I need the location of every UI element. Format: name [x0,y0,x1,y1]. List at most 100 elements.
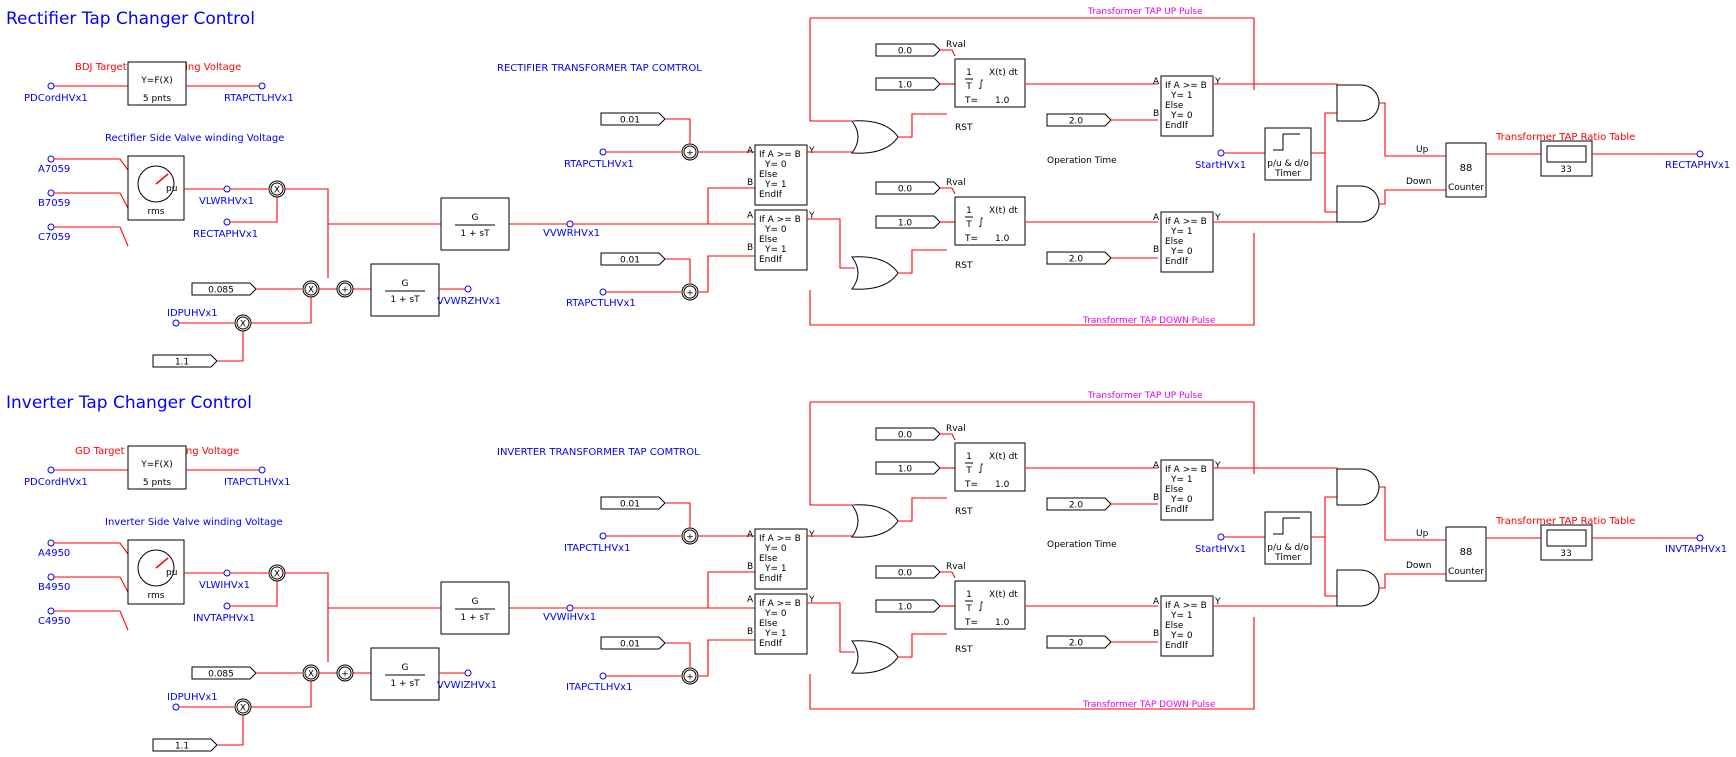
ctl-a-node [599,148,607,156]
comparator-1-line: Y= 0 [764,160,787,170]
wire [898,113,947,138]
comparator-up-pin-a: A [1153,461,1160,471]
int-down-integrator-t-label: T= [964,618,978,628]
int-down-rval: Rval [946,562,966,572]
section-subtitle: RECTIFIER TRANSFORMER TAP COMTROL [497,63,702,74]
comp-summer-inner [338,666,352,680]
section-title: Rectifier Tap Changer Control [6,9,255,29]
comparator-2-pin-b: B [747,627,753,637]
timer-label-2: Timer [1274,169,1301,179]
const-001a-box [600,112,666,126]
comp-multiplier-inner [236,700,250,714]
wire [251,681,312,708]
fx-input-node [47,82,55,90]
comparator-down-line: If A >= B [1165,217,1207,227]
rms-meter [127,539,185,605]
wire [665,258,691,283]
const-001a-value: 0.01 [620,500,640,510]
comparator-1-line: If A >= B [759,150,801,160]
int-down-const-1-box [875,215,941,229]
wire [809,18,855,122]
comparator-up [1160,75,1214,137]
tap-in-label: INVTAPHVx1 [193,613,255,624]
start-label: StartHVx1 [1195,544,1246,555]
int-down-const-1-box [875,599,941,613]
int-up-op-time-box [1046,113,1112,127]
comparator-up-line: Y= 0 [1170,495,1193,505]
tap-in-node [223,602,231,610]
vlw-node [223,569,231,577]
idpu-node [172,319,180,327]
ratio-table-label: Transformer TAP Ratio Table [1495,132,1635,143]
wire [1213,195,1338,223]
comparator-1-pin-b: B [747,562,753,572]
int-up-integrator-t: T [965,82,972,92]
id-multiplier-inner [304,666,318,680]
comparator-2-line: Else [759,235,778,245]
int-down-op-time-value: 2.0 [1069,639,1084,649]
tap-multiplier-symbol: X [274,570,280,580]
int-down-integrator-t: T [965,604,972,614]
id-multiplier-symbol: X [308,286,314,296]
gain-block-main [440,197,510,251]
wire [898,633,947,658]
ctl-a-summer-inner [683,529,697,543]
wire [665,642,691,667]
or-gate-up [851,120,899,154]
gain-block-comp-denominator: 1 + sT [390,679,420,689]
wire [1379,189,1446,205]
comparator-down-line: EndIf [1165,641,1189,651]
wire [665,502,691,527]
ratio-table-label: Transformer TAP Ratio Table [1495,516,1635,527]
meter-dial [137,549,175,587]
wire [217,715,244,746]
wire [217,331,244,362]
ratio-table-grid [1546,145,1587,163]
vv-mid-label: VVWRHVx1 [543,228,600,239]
gain-block-main-numerator: G [472,597,479,607]
phase-node [47,539,55,547]
wire [940,433,956,441]
comparator-down-pin-b: B [1153,245,1159,255]
operation-time-label: Operation Time [1047,156,1117,166]
output-node [1696,534,1704,542]
wire [1379,102,1446,157]
counter-down-label: Down [1406,561,1432,571]
fx-block [127,61,187,106]
comparator-2-line: Y= 1 [764,245,787,255]
timer-label-2: Timer [1274,553,1301,563]
int-down-rval: Rval [946,178,966,188]
comparator-2-pin-y: Y [808,595,815,605]
fx-block [127,445,187,490]
wire [1213,83,1338,95]
int-up-integrator [954,58,1026,108]
comparator-down-pin-a: A [1153,213,1160,223]
wire [285,188,329,278]
phase-label: C7059 [38,232,70,243]
wire [54,576,129,593]
wire [940,49,956,57]
meter-unit: pu [166,568,177,578]
wire [698,639,755,677]
int-up-integrator-t-label: T= [964,480,978,490]
counter-digits: 88 [1460,547,1473,558]
comparator-1-line: EndIf [759,574,783,584]
wire [54,158,129,171]
comparator-2-pin-y: Y [808,211,815,221]
comparator-2 [754,593,808,655]
comparator-1-pin-a: A [747,146,754,156]
int-up-const-0-value: 0.0 [898,47,913,57]
comparator-up-line: Y= 1 [1170,475,1193,485]
timer-icon [1273,517,1300,535]
int-down-integrator [954,196,1026,246]
wire [1379,486,1446,541]
int-up-integrator-integral-sign: ∫ [978,79,983,90]
id-multiplier-symbol: X [308,670,314,680]
ctl-b-summer-inner [683,285,697,299]
comparator-down-line: Y= 0 [1170,247,1193,257]
comparator-up [1160,459,1214,521]
up-pulse-label: Transformer TAP UP Pulse [1087,7,1203,17]
wire [54,542,129,555]
and-gate-down [1336,185,1380,223]
output-label: INVTAPHVx1 [1665,544,1727,555]
